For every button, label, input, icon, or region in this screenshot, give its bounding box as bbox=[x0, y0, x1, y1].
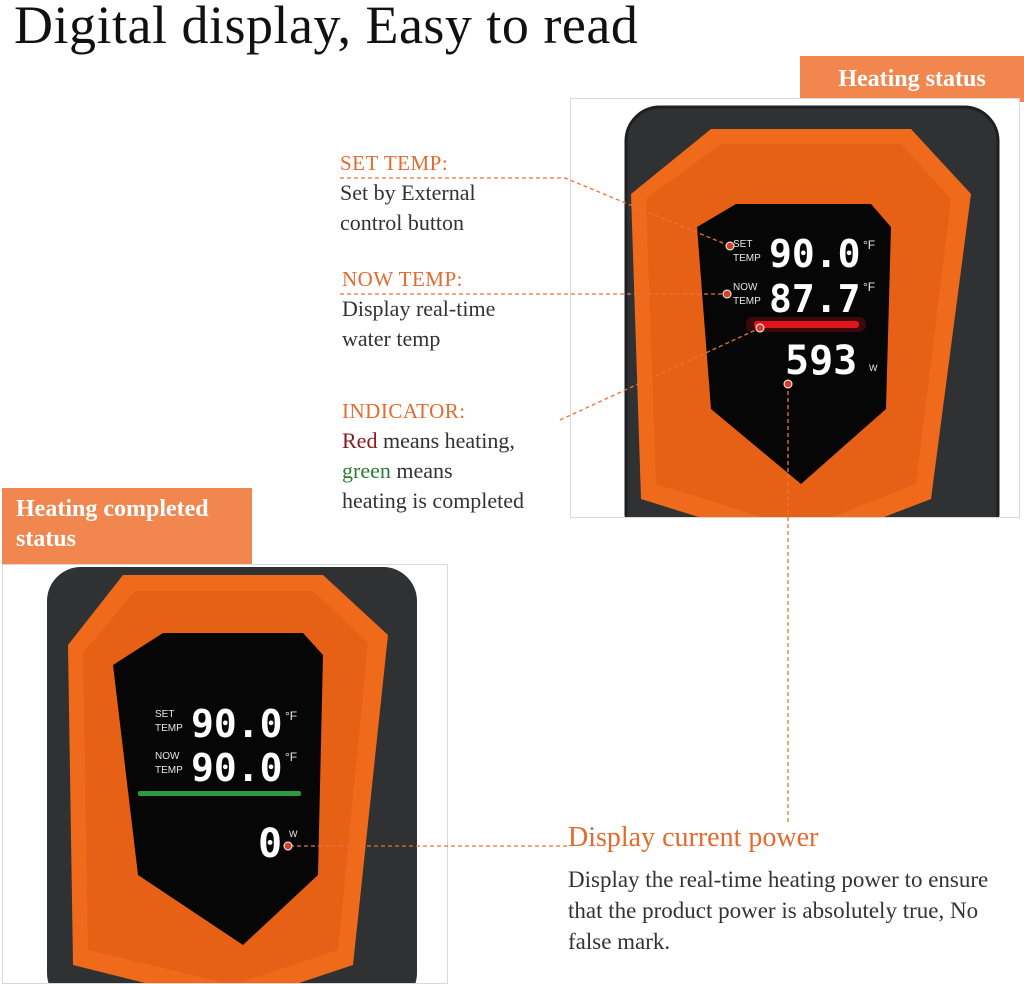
now-temp-value: 90.0 bbox=[191, 746, 283, 790]
completed-device-photo: SET TEMP 90.0 °F NOW TEMP 90.0 °F 0 W bbox=[2, 564, 448, 984]
page-headline: Digital display, Easy to read bbox=[14, 0, 639, 55]
completed-indicator-bar bbox=[138, 791, 301, 796]
set-temp-value: 90.0 bbox=[191, 702, 283, 746]
indicator-line1: Red means heating, bbox=[342, 426, 524, 456]
indicator-title: INDICATOR: bbox=[342, 399, 466, 423]
power-value: 0 bbox=[258, 821, 282, 867]
indicator-line2: green means bbox=[342, 456, 524, 486]
now-temp-label-1: NOW bbox=[733, 282, 758, 293]
now-temp-title: NOW TEMP: bbox=[342, 267, 463, 291]
indicator-red-rest: means heating, bbox=[377, 428, 515, 453]
set-temp-label-2: TEMP bbox=[155, 723, 183, 734]
heating-completed-badge-line2: status bbox=[16, 526, 77, 552]
indicator-line3: heating is completed bbox=[342, 488, 525, 513]
indicator-green-rest: means bbox=[390, 458, 453, 483]
set-temp-unit: °F bbox=[285, 709, 297, 723]
now-temp-line1: Display real-time bbox=[342, 296, 496, 321]
set-temp-line2: control button bbox=[340, 210, 465, 235]
power-unit: W bbox=[289, 829, 298, 839]
set-temp-unit: °F bbox=[863, 238, 875, 252]
completed-device-illustration: SET TEMP 90.0 °F NOW TEMP 90.0 °F 0 W bbox=[47, 567, 417, 983]
now-temp-value: 87.7 bbox=[769, 277, 861, 321]
set-temp-label-1: SET bbox=[733, 239, 752, 250]
power-unit: W bbox=[869, 363, 878, 373]
lcd-screen bbox=[113, 633, 323, 945]
set-temp-annotation: SET TEMP: Set by External control button bbox=[340, 148, 476, 238]
heating-device-photo: SET TEMP 90.0 °F NOW TEMP 87.7 °F 593 W bbox=[570, 98, 1020, 518]
indicator-green-word: green bbox=[342, 458, 391, 483]
indicator-red-word: Red bbox=[342, 428, 378, 453]
now-temp-unit: °F bbox=[285, 750, 297, 764]
power-annotation-description: Display the real-time heating power to e… bbox=[568, 867, 989, 954]
now-temp-label-1: NOW bbox=[155, 751, 180, 762]
heating-status-badge: Heating status bbox=[800, 56, 1024, 102]
now-temp-annotation: NOW TEMP: Display real-time water temp bbox=[342, 264, 495, 354]
set-temp-label-2: TEMP bbox=[733, 253, 761, 264]
heating-completed-badge: Heating completed status bbox=[2, 488, 252, 564]
heating-device-illustration: SET TEMP 90.0 °F NOW TEMP 87.7 °F 593 W bbox=[624, 105, 1000, 517]
heating-indicator-bar bbox=[754, 321, 859, 328]
set-temp-line1: Set by External bbox=[340, 180, 476, 205]
now-temp-label-2: TEMP bbox=[733, 296, 761, 307]
power-annotation-title: Display current power bbox=[568, 822, 819, 853]
set-temp-label-1: SET bbox=[155, 709, 174, 720]
set-temp-value: 90.0 bbox=[769, 232, 861, 276]
now-temp-label-2: TEMP bbox=[155, 765, 183, 776]
now-temp-unit: °F bbox=[863, 280, 875, 294]
now-temp-line2: water temp bbox=[342, 326, 441, 351]
power-value: 593 bbox=[785, 338, 857, 384]
set-temp-title: SET TEMP: bbox=[340, 151, 449, 175]
heating-completed-badge-line1: Heating completed bbox=[16, 496, 209, 522]
indicator-annotation: INDICATOR: Red means heating, green mean… bbox=[342, 396, 524, 516]
